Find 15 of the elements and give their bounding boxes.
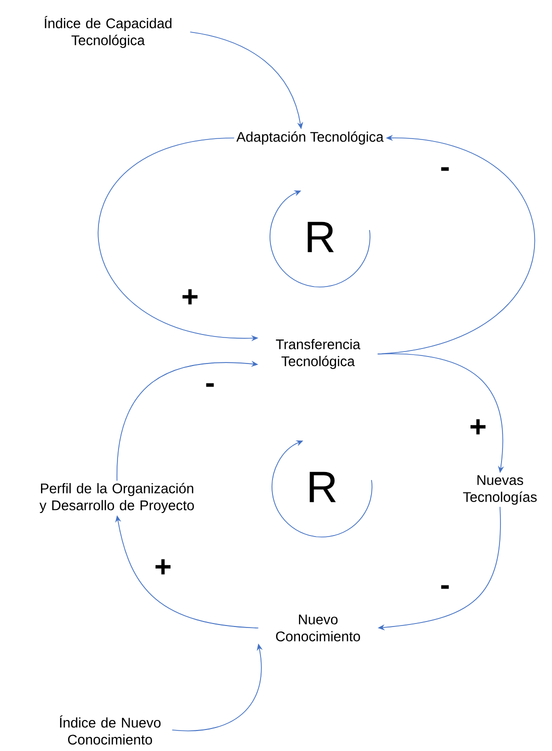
variable-label: Nuevo Conocimiento [276, 614, 360, 642]
variable-label: Transferencia Tecnológica [276, 339, 360, 369]
variable-label: Índice de Nuevo Conocimiento [60, 715, 161, 745]
variable-label: Nuevas Tecnologías [463, 475, 537, 505]
polarity-sign: + [182, 289, 198, 304]
polarity-sign: - [441, 585, 449, 589]
polarity-sign: - [206, 383, 214, 387]
variable-label: Perfil de la Organización y Desarrollo de Proyecto [40, 482, 194, 514]
polarity-sign: + [156, 559, 171, 574]
variable-label: Adaptación Tecnológica [236, 131, 384, 145]
polarity-sign: + [470, 419, 486, 434]
loop-label: R [310, 472, 336, 502]
variable-label: Índice de Capacidad Tecnológica [44, 16, 172, 48]
polarity-sign: - [441, 167, 449, 171]
loop-label: R [308, 222, 334, 252]
